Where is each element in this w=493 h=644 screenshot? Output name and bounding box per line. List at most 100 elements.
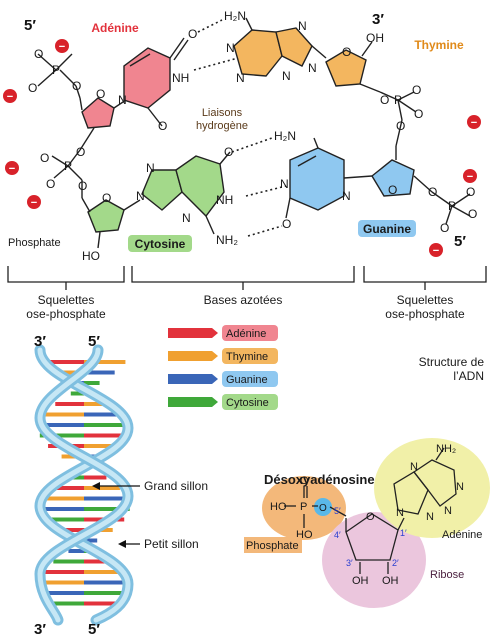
prime-5-bottom-right: 5′ bbox=[454, 233, 466, 250]
atom-o: O bbox=[300, 475, 309, 487]
helix-prime-3-top: 3′ bbox=[34, 333, 46, 350]
helix-prime-5-top: 5′ bbox=[88, 333, 100, 350]
bond bbox=[37, 53, 57, 71]
label-phosphate-nucleoside: Phosphate bbox=[246, 540, 299, 552]
label-major-groove: Grand sillon bbox=[144, 479, 208, 493]
label-bg bbox=[408, 36, 470, 53]
atom-n: N bbox=[282, 69, 291, 83]
atom-o: O bbox=[428, 185, 437, 199]
bond bbox=[123, 199, 141, 211]
sugar-blue bbox=[371, 159, 415, 197]
bracket-right bbox=[363, 266, 487, 283]
label-phosphate: Phosphate bbox=[8, 237, 61, 249]
atom-p: P bbox=[52, 63, 60, 77]
nucleoside-bonds bbox=[284, 447, 457, 574]
bond bbox=[431, 191, 453, 207]
atom-o: O bbox=[46, 177, 55, 191]
atom-o: O bbox=[72, 79, 81, 93]
atom-o: O bbox=[78, 179, 87, 193]
h-bond bbox=[193, 57, 239, 71]
label-adenine-nucleoside: Adénine bbox=[442, 529, 482, 541]
legend-swatch bbox=[168, 374, 218, 384]
bond bbox=[51, 155, 69, 167]
bond bbox=[397, 99, 403, 121]
atom-o: O bbox=[224, 145, 233, 159]
atom-o: O bbox=[96, 87, 105, 101]
bond bbox=[329, 506, 347, 517]
bond bbox=[285, 197, 291, 219]
atom-n: N bbox=[226, 41, 235, 55]
charge-icon bbox=[55, 39, 69, 53]
bond bbox=[413, 175, 433, 193]
charge-sign: − bbox=[433, 245, 439, 257]
charge-icon bbox=[3, 89, 17, 103]
atom-p: P bbox=[448, 199, 456, 213]
atom-o: O bbox=[380, 93, 389, 107]
sugar-orange bbox=[325, 49, 367, 87]
atom-n: N bbox=[280, 177, 289, 191]
atom-n: N bbox=[182, 211, 191, 225]
h-bond bbox=[247, 225, 283, 237]
charge-icon bbox=[27, 195, 41, 209]
atom-labels: O P O O O N NH O O H₂N N N N N N O OH O … bbox=[28, 9, 477, 263]
atom-o: O bbox=[76, 145, 85, 159]
label-adenine-top: Adénine bbox=[91, 21, 139, 35]
bracket-middle-label: Bases azotées bbox=[204, 293, 283, 307]
bracket-right-label-2: ose-phosphate bbox=[385, 307, 465, 321]
prime-3-top-right: 3′ bbox=[372, 11, 384, 28]
h-bond bbox=[231, 137, 273, 153]
atom-o: O bbox=[388, 183, 397, 197]
charge-sign: − bbox=[467, 171, 473, 183]
label-ribose: Ribose bbox=[430, 569, 464, 581]
phosphate-blob bbox=[262, 476, 346, 540]
label-bg bbox=[244, 537, 302, 553]
atom-ho: HO bbox=[82, 249, 100, 263]
bond bbox=[79, 97, 83, 111]
atom-n: N bbox=[118, 93, 127, 107]
charge-sign: − bbox=[31, 197, 37, 209]
legend-item: Adénine bbox=[168, 325, 278, 341]
bond bbox=[97, 231, 101, 249]
label-bg bbox=[128, 235, 192, 252]
helix-prime-5-bottom: 5′ bbox=[88, 621, 100, 638]
bracket-middle bbox=[131, 266, 355, 283]
bond bbox=[173, 39, 189, 61]
atom-oh: OH bbox=[352, 575, 369, 587]
thymine-ring-large bbox=[233, 29, 283, 77]
bond bbox=[67, 165, 83, 181]
bond bbox=[397, 517, 405, 531]
bracket-left bbox=[7, 266, 125, 283]
atom-o: O bbox=[466, 185, 475, 199]
atom-o: O bbox=[366, 511, 375, 523]
legend-label-bg bbox=[222, 348, 278, 364]
negative-charges: − − − − − − − bbox=[3, 39, 481, 257]
bond bbox=[53, 165, 69, 179]
bond bbox=[147, 107, 163, 127]
h-bond bbox=[197, 19, 223, 33]
atom-o: O bbox=[412, 83, 421, 97]
legend-swatch bbox=[168, 328, 218, 338]
atom-o: O bbox=[102, 191, 111, 205]
atom-nh: NH bbox=[172, 71, 189, 85]
atom-n: N bbox=[342, 189, 351, 203]
adenine-blob bbox=[374, 438, 490, 538]
carbon-3: 3′ bbox=[346, 558, 353, 568]
label-bg bbox=[358, 220, 416, 237]
legend-label-bg bbox=[222, 325, 278, 341]
bond bbox=[205, 215, 215, 235]
bond bbox=[361, 41, 373, 57]
atom-o: O bbox=[468, 207, 477, 221]
carbon-5: 5′ bbox=[334, 506, 341, 516]
bond bbox=[169, 37, 185, 59]
bond bbox=[435, 447, 445, 461]
bond bbox=[395, 119, 403, 147]
label-hbond-2: hydrogène bbox=[196, 120, 248, 132]
legend-label: Adénine bbox=[226, 328, 266, 340]
arrow-head-icon bbox=[92, 482, 100, 490]
guanine-ring-small bbox=[141, 169, 183, 211]
atom-n: N bbox=[396, 507, 404, 519]
h-bond bbox=[245, 185, 287, 197]
atom-n: N bbox=[236, 71, 245, 85]
atom-o: O bbox=[342, 45, 351, 59]
bond bbox=[67, 149, 81, 167]
